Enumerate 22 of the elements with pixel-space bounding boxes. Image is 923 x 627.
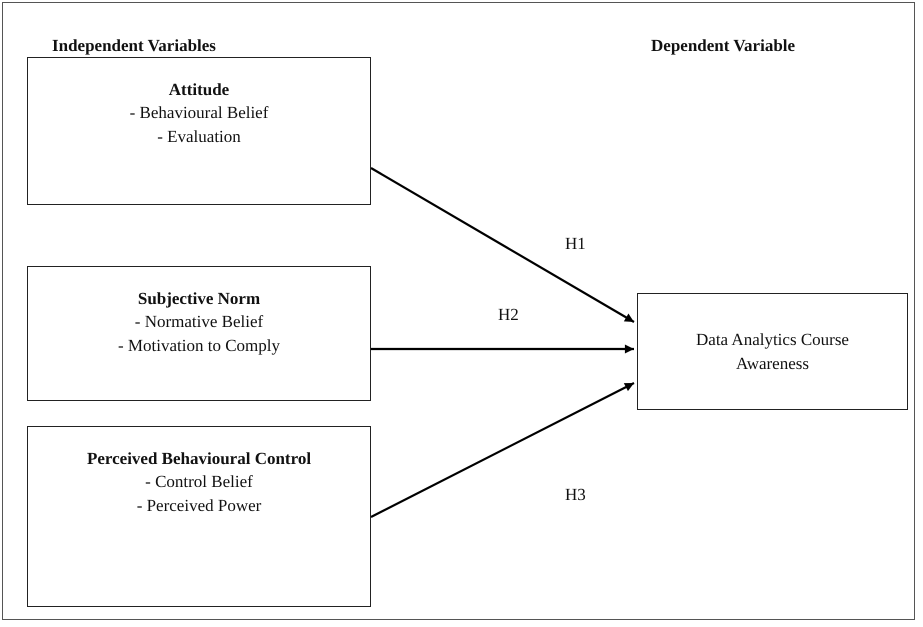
variable-box bbox=[27, 266, 371, 401]
list-item: - Evaluation bbox=[157, 126, 241, 148]
variable-box bbox=[27, 426, 371, 607]
list-item: - Normative Belief bbox=[134, 311, 264, 334]
list-item: - Motivation to Comply bbox=[118, 334, 280, 357]
dependent-variable-box bbox=[637, 293, 908, 410]
box-text: Data Analytics Course Awareness bbox=[695, 329, 850, 374]
list-item: - Control Belief bbox=[145, 471, 253, 494]
list-item: - Behavioural Belief bbox=[130, 102, 268, 124]
arrow bbox=[370, 382, 636, 518]
arrow bbox=[371, 346, 636, 355]
edge-label: H1 bbox=[563, 235, 588, 252]
box-heading: Attitude bbox=[168, 79, 230, 101]
variable-box bbox=[27, 57, 371, 205]
list-item: - Perceived Power bbox=[136, 494, 262, 517]
box-heading: Subjective Norm bbox=[138, 288, 260, 310]
column-heading: Independent Variables bbox=[52, 36, 216, 56]
box-heading: Perceived Behavioural Control bbox=[86, 448, 312, 470]
edge-label: H3 bbox=[563, 486, 588, 503]
arrow bbox=[370, 167, 636, 324]
edge-label: H2 bbox=[496, 306, 521, 323]
column-heading: Dependent Variable bbox=[651, 36, 796, 56]
